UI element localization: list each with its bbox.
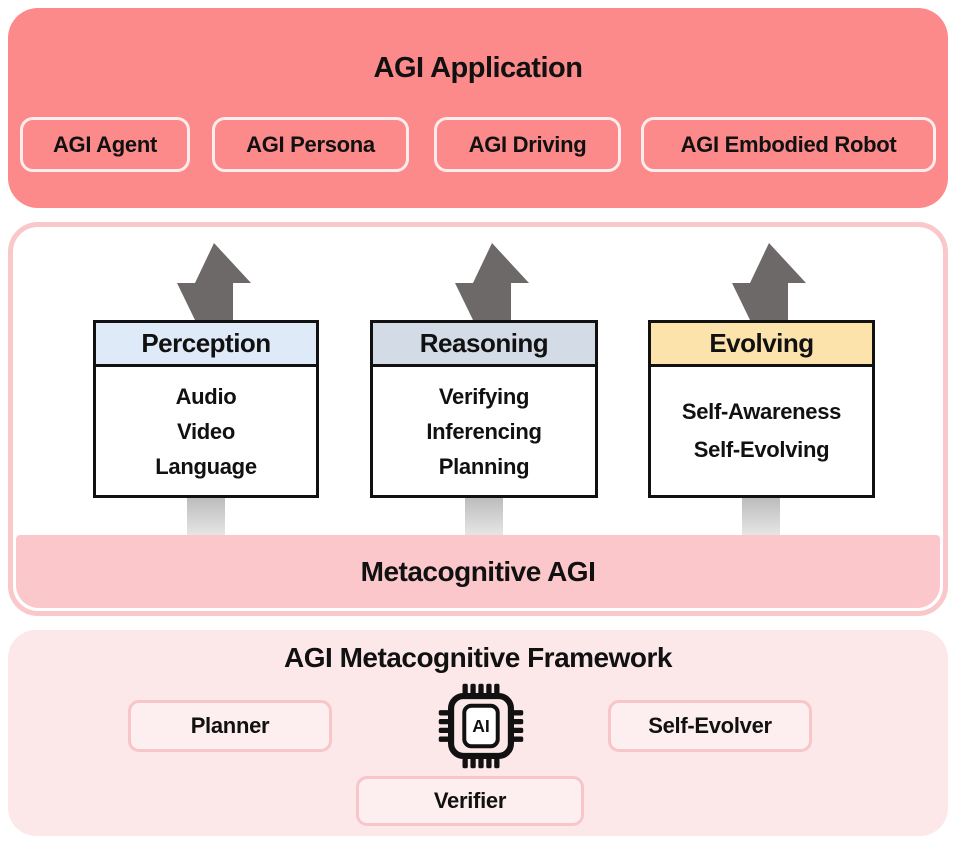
agi-agent-chip: AGI Agent — [20, 117, 190, 172]
up-arrow-icon — [455, 243, 529, 320]
agi-driving-label: AGI Driving — [468, 131, 587, 157]
perception-item: Language — [155, 453, 257, 479]
verifier-label: Verifier — [433, 788, 507, 813]
perception-items: Audio Video Language — [96, 367, 316, 495]
ai-chip-icon: AI — [438, 683, 524, 769]
evolving-module: Evolving Self-Awareness Self-Evolving — [648, 320, 875, 498]
reasoning-header: Reasoning — [373, 323, 595, 367]
reasoning-item: Planning — [438, 453, 530, 479]
metacognitive-agi-band: Metacognitive AGI — [16, 535, 940, 608]
perception-module: Perception Audio Video Language — [93, 320, 319, 498]
planner-box: Planner — [128, 700, 332, 752]
ai-chip-label: AI — [472, 716, 490, 736]
evolving-header: Evolving — [651, 323, 872, 367]
agi-application-title: AGI Application — [373, 52, 583, 84]
evolving-items: Self-Awareness Self-Evolving — [651, 367, 872, 495]
perception-item: Video — [176, 418, 235, 444]
reasoning-item: Verifying — [438, 383, 530, 409]
perception-header: Perception — [96, 323, 316, 367]
self-evolver-box: Self-Evolver — [608, 700, 812, 752]
evolving-item: Self-Awareness — [681, 399, 842, 424]
self-evolver-label: Self-Evolver — [648, 713, 772, 738]
reasoning-items: Verifying Inferencing Planning — [373, 367, 595, 495]
perception-item: Audio — [175, 383, 237, 409]
framework-panel: AGI Metacognitive Framework Planner — [8, 630, 948, 836]
agi-agent-label: AGI Agent — [52, 131, 158, 157]
agi-persona-label: AGI Persona — [246, 131, 375, 157]
metacognitive-agi-label: Metacognitive AGI — [360, 555, 596, 587]
agi-application-panel: AGI Application AGI Agent AGI Persona AG… — [8, 8, 948, 208]
verifier-box: Verifier — [356, 776, 584, 826]
agi-embodied-robot-label: AGI Embodied Robot — [680, 131, 897, 157]
metacognitive-agi-panel: Perception Audio Video Language Reasonin… — [8, 222, 948, 616]
agi-driving-chip: AGI Driving — [434, 117, 621, 172]
agi-persona-chip: AGI Persona — [212, 117, 409, 172]
reasoning-module: Reasoning Verifying Inferencing Planning — [370, 320, 598, 498]
up-arrow-icon — [732, 243, 806, 320]
evolving-item: Self-Evolving — [693, 437, 830, 462]
reasoning-item: Inferencing — [426, 418, 542, 444]
framework-title: AGI Metacognitive Framework — [284, 642, 672, 673]
planner-label: Planner — [190, 713, 270, 738]
agi-embodied-robot-chip: AGI Embodied Robot — [641, 117, 936, 172]
up-arrow-icon — [177, 243, 251, 320]
